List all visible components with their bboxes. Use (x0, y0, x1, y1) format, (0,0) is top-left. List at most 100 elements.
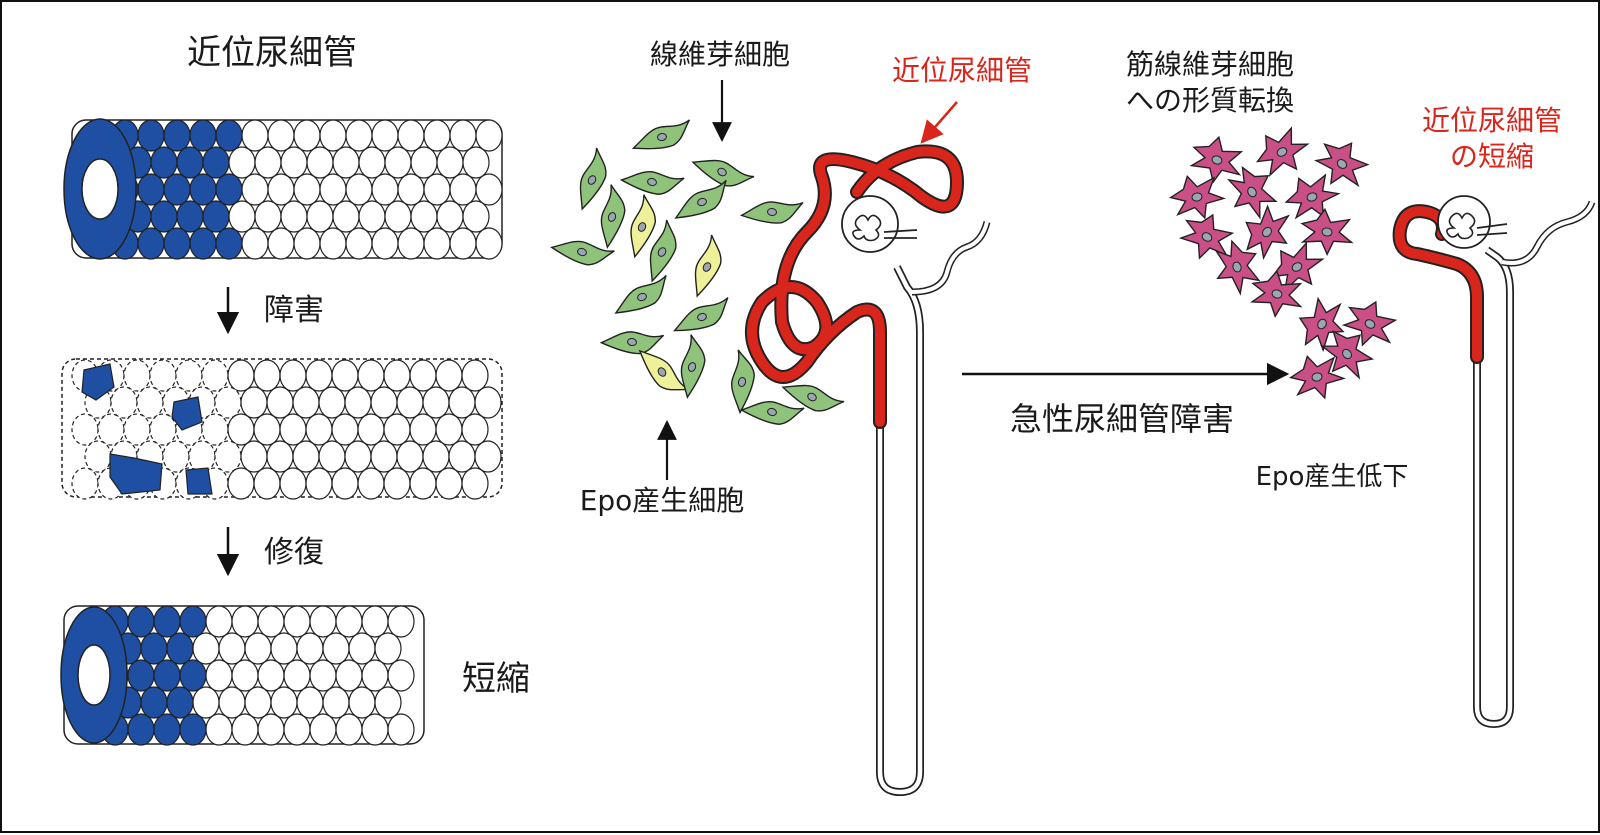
repair-label: 修復 (264, 535, 324, 570)
epithelial-cell (344, 386, 372, 419)
epithelial-cell (448, 440, 476, 473)
epithelial-cell (296, 686, 324, 719)
epithelial-cell (279, 467, 307, 500)
epithelial-cell (305, 359, 333, 392)
epithelial-cell (270, 632, 298, 665)
epithelial-cell (332, 146, 360, 179)
epithelial-cell (84, 440, 112, 473)
epithelial-cell (231, 605, 259, 638)
epithelial-cell (205, 659, 233, 692)
tubule-shortened (60, 605, 425, 746)
epithelial-cell (309, 659, 337, 692)
epithelial-cell (149, 413, 177, 446)
epithelial-cell (127, 605, 155, 638)
epithelial-cell (436, 200, 464, 233)
epithelial-cell (71, 413, 99, 446)
epithelial-cell (214, 440, 242, 473)
myofibroblast-label-line2: への形質転換 (1126, 84, 1294, 117)
epithelial-cell (241, 173, 269, 206)
epithelial-cell (374, 686, 402, 719)
epithelial-cell (475, 173, 503, 206)
epithelial-cell (153, 659, 181, 692)
epithelial-cell (383, 467, 411, 500)
epithelial-cell (396, 440, 424, 473)
epithelial-cell (97, 413, 125, 446)
epithelial-cell (176, 146, 204, 179)
nephron-normal (745, 144, 991, 797)
epithelial-cell (153, 605, 181, 638)
epithelial-cell (384, 200, 412, 233)
epithelial-cell (227, 467, 255, 500)
epithelial-cell (127, 659, 155, 692)
epithelial-cell (253, 467, 281, 500)
epithelial-cell (163, 119, 191, 152)
epithelial-cell (322, 632, 350, 665)
shortened-tubule-label-line1: 近位尿細管 (1422, 104, 1562, 137)
epithelial-cell (137, 227, 165, 260)
epithelial-cell (149, 359, 177, 392)
epithelial-cell (474, 386, 502, 419)
epithelial-cell (240, 386, 268, 419)
epithelial-cell (188, 440, 216, 473)
epithelial-cell (387, 605, 415, 638)
acute-injury-label: 急性尿細管障害 (1010, 400, 1234, 438)
epithelial-cell (409, 467, 437, 500)
epithelial-cell (448, 386, 476, 419)
epithelial-cell (162, 440, 190, 473)
epithelial-cell (306, 146, 334, 179)
epithelial-cell (348, 686, 376, 719)
epithelial-cell (423, 119, 451, 152)
epithelial-cell (227, 359, 255, 392)
shortened-label: 短縮 (462, 659, 530, 699)
epithelial-cell (266, 440, 294, 473)
epithelial-cell (123, 359, 151, 392)
epithelial-cell (140, 686, 168, 719)
epithelial-cell (202, 200, 230, 233)
epithelial-cell (253, 359, 281, 392)
epithelial-cell (331, 413, 359, 446)
epithelial-cell (293, 227, 321, 260)
epithelial-cell (127, 713, 155, 746)
epithelial-cell (357, 359, 385, 392)
epithelial-cell (435, 467, 463, 500)
epithelial-cell (319, 173, 347, 206)
epithelial-cell (371, 119, 399, 152)
epithelial-cell (241, 119, 269, 152)
epithelial-cell (422, 386, 450, 419)
proximal-tubule-label: 近位尿細管 (892, 54, 1032, 87)
epithelial-cell (267, 173, 295, 206)
epithelial-cell (280, 200, 308, 233)
epithelial-cell (201, 413, 229, 446)
epithelial-cell (370, 386, 398, 419)
epithelial-cell (293, 173, 321, 206)
epithelial-cell (332, 200, 360, 233)
epithelial-cell (244, 632, 272, 665)
epithelial-cell (136, 386, 164, 419)
epithelial-cell (192, 686, 220, 719)
epithelial-cell (280, 146, 308, 179)
epithelial-cell (318, 386, 346, 419)
epithelial-cell (449, 119, 477, 152)
epithelial-cell (192, 632, 220, 665)
epithelial-cell (461, 359, 489, 392)
epithelial-cell (189, 173, 217, 206)
epithelial-cell (257, 605, 285, 638)
epithelial-cell (358, 146, 386, 179)
epithelial-cell (474, 440, 502, 473)
epithelial-cell (370, 440, 398, 473)
epithelial-cell (335, 605, 363, 638)
epithelial-cell (322, 686, 350, 719)
epithelial-cell (422, 440, 450, 473)
epithelial-cell (435, 359, 463, 392)
surviving-cell (109, 453, 163, 495)
epithelial-cell (267, 119, 295, 152)
tubule-intact (63, 118, 503, 260)
epithelial-cell (163, 227, 191, 260)
epithelial-cell (475, 227, 503, 260)
epithelial-cell (309, 713, 337, 746)
epithelial-cell (231, 713, 259, 746)
epithelial-cell (335, 659, 363, 692)
myofibroblast-cluster (1166, 119, 1405, 404)
left-title: 近位尿細管 (187, 33, 357, 73)
epithelial-cell (397, 119, 425, 152)
